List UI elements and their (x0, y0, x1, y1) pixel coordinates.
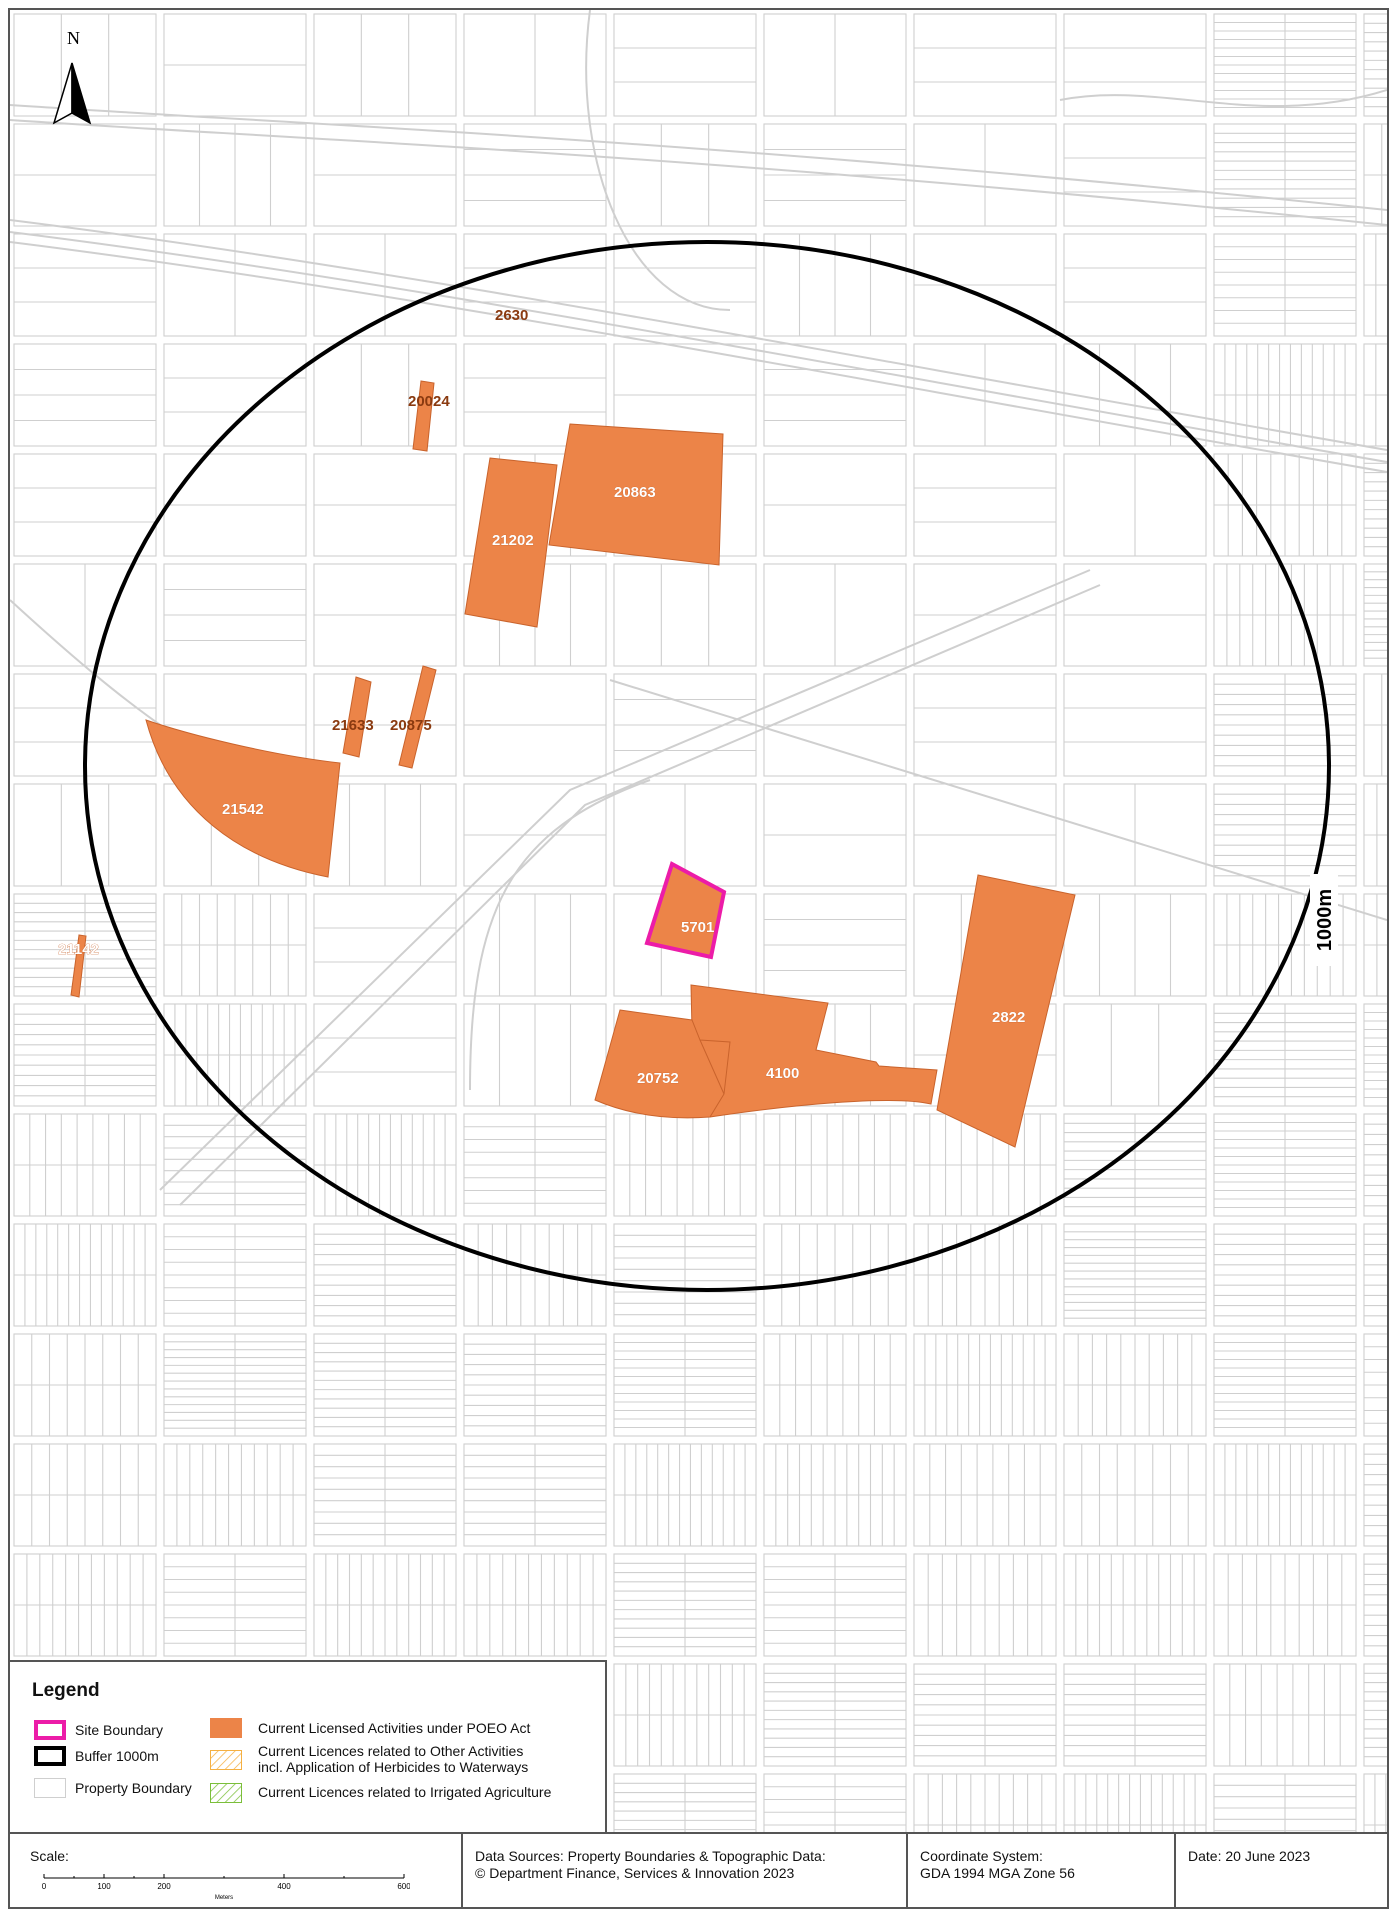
legend-property-boundary: Property Boundary (75, 1780, 192, 1796)
parcel-internal-line (699, 1039, 725, 1095)
property-block (1063, 1003, 1207, 1107)
property-block (613, 13, 757, 117)
label-20875: 20875 (390, 717, 432, 734)
property-block (463, 343, 607, 447)
map-canvas[interactable]: 2630 20024 20863 21202 21633 20875 21542… (10, 10, 1387, 1832)
property-block (313, 343, 457, 447)
scale-tick-0: 0 (42, 1882, 47, 1891)
buffer-distance-label: 1000m (1310, 874, 1338, 966)
property-block (613, 233, 757, 337)
label-4100: 4100 (766, 1065, 799, 1082)
coordinate-line2: GDA 1994 MGA Zone 56 (920, 1865, 1075, 1881)
data-sources-line2: © Department Finance, Services & Innovat… (475, 1865, 795, 1881)
data-sources-line1: Data Sources: Property Boundaries & Topo… (475, 1848, 826, 1864)
parcel-20863[interactable] (548, 423, 724, 566)
property-block (1063, 13, 1207, 117)
site-boundary[interactable] (644, 861, 727, 960)
property-block (1363, 13, 1387, 117)
property-block (613, 123, 757, 227)
scale-tick-400: 400 (277, 1882, 291, 1891)
property-block (163, 343, 307, 447)
north-arrow: N (52, 28, 92, 125)
property-block (313, 893, 457, 997)
property-block (13, 13, 157, 117)
property-block (1063, 233, 1207, 337)
property-block (1363, 453, 1387, 557)
scale-units: Meters (215, 1895, 233, 1901)
legend-other-activities-1: Current Licences related to Other Activi… (258, 1743, 524, 1759)
label-2822: 2822 (992, 1009, 1025, 1026)
data-sources-cell: Data Sources: Property Boundaries & Topo… (463, 1834, 908, 1909)
label-5701: 5701 (681, 919, 714, 936)
scale-tick-100: 100 (97, 1882, 111, 1891)
property-block (913, 13, 1057, 117)
map-date: Date: 20 June 2023 (1188, 1848, 1311, 1864)
property-block (1363, 563, 1387, 667)
legend-buffer: Buffer 1000m (75, 1748, 159, 1764)
parcel-2822[interactable] (936, 874, 1076, 1148)
parcel-21633[interactable] (342, 676, 372, 758)
property-block (13, 233, 157, 337)
legend-licensed: Current Licensed Activities under POEO A… (258, 1720, 531, 1736)
other-activities-swatch (210, 1750, 242, 1770)
property-block (313, 1003, 457, 1107)
property-block (913, 673, 1057, 777)
property-block (1363, 1663, 1387, 1767)
parcel-labels: 2630 20024 20863 21202 21633 20875 21542… (58, 307, 1026, 1087)
property-block (1063, 673, 1207, 777)
scale-tick-200: 200 (157, 1882, 171, 1891)
legend-other-activities-2: incl. Application of Herbicides to Water… (258, 1759, 529, 1775)
property-block (313, 13, 457, 117)
map-footer: Scale: 0 100 200 400 600 Meters Data Sou… (10, 1832, 1387, 1909)
property-block (913, 453, 1057, 557)
label-21633: 21633 (332, 717, 374, 734)
svg-text:1000m: 1000m (1314, 889, 1336, 951)
site-boundary-swatch (34, 1720, 66, 1740)
parcel-20875[interactable] (398, 665, 437, 769)
legend-title: Legend (32, 1680, 100, 1701)
property-block (1063, 123, 1207, 227)
legend-irrigated: Current Licences related to Irrigated Ag… (258, 1784, 552, 1800)
legend-panel: Legend Site Boundary Buffer 1000m Proper… (10, 1660, 607, 1832)
parcel-21142[interactable] (70, 934, 87, 998)
licensed-parcels (70, 380, 1076, 1148)
label-20863: 20863 (614, 484, 656, 501)
parcel-21202[interactable] (464, 457, 558, 628)
parcel-20752[interactable] (594, 1009, 731, 1119)
buffer-swatch (34, 1746, 66, 1766)
north-arrow-icon (52, 62, 73, 125)
licensed-swatch (210, 1718, 242, 1738)
property-block (613, 563, 757, 667)
coordinate-cell: Coordinate System: GDA 1994 MGA Zone 56 (908, 1834, 1176, 1909)
scale-bar: 0 100 200 400 600 Meters (42, 1874, 410, 1901)
property-block (1363, 1773, 1387, 1832)
scale-label: Scale: (30, 1848, 69, 1864)
parcel-21542[interactable] (145, 719, 341, 878)
scale-tick-600: 600 (397, 1882, 410, 1891)
north-label: N (67, 28, 80, 48)
coordinate-line1: Coordinate System: (920, 1848, 1043, 1864)
buffer-1000m-circle[interactable] (83, 240, 1331, 1292)
label-2630: 2630 (495, 307, 528, 324)
irrigated-swatch (210, 1783, 242, 1803)
label-21142: 21142 (58, 941, 99, 958)
label-21202: 21202 (492, 532, 534, 549)
label-20752: 20752 (637, 1070, 679, 1087)
label-21542: 21542 (222, 801, 264, 818)
property-boundary-swatch (34, 1778, 66, 1798)
label-20024: 20024 (408, 393, 450, 410)
property-block (13, 453, 157, 557)
date-cell: Date: 20 June 2023 (1176, 1834, 1387, 1909)
scale-cell: Scale: 0 100 200 400 600 Meters (10, 1834, 463, 1909)
legend-site-boundary: Site Boundary (75, 1722, 163, 1738)
parcel-20024[interactable] (412, 380, 435, 452)
